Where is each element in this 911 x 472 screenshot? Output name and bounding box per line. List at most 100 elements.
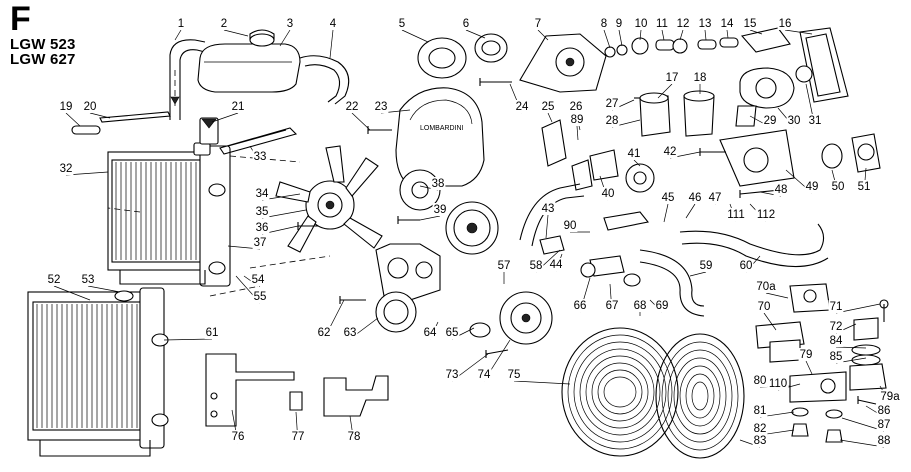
fan-guard bbox=[561, 327, 745, 459]
callout-62: 62 bbox=[318, 327, 331, 339]
callout-bg-110 bbox=[767, 377, 789, 390]
callout-12: 12 bbox=[677, 18, 690, 30]
brackets bbox=[205, 353, 389, 427]
callout-leader-46 bbox=[685, 203, 696, 219]
callout-111: 111 bbox=[727, 209, 744, 221]
callout-61: 61 bbox=[206, 327, 219, 339]
callout-47: 47 bbox=[709, 192, 722, 204]
callout-83: 83 bbox=[754, 435, 767, 447]
callout-65: 65 bbox=[446, 327, 459, 339]
callout-bg-51 bbox=[856, 180, 872, 193]
callout-bg-28 bbox=[604, 114, 620, 127]
callout-66: 66 bbox=[574, 300, 587, 312]
callout-leader-53 bbox=[87, 285, 121, 293]
coolant-hoses bbox=[519, 183, 829, 317]
callout-leader-75 bbox=[513, 380, 571, 385]
callout-bg-81 bbox=[752, 404, 768, 417]
callout-78: 78 bbox=[348, 431, 361, 443]
callout-19: 19 bbox=[60, 101, 73, 113]
callout-79: 79 bbox=[800, 349, 813, 361]
callout-bg-6 bbox=[461, 17, 471, 30]
callout-leader-22 bbox=[351, 112, 371, 131]
callout-60: 60 bbox=[740, 260, 753, 272]
callout-leader-14 bbox=[726, 29, 729, 39]
callout-31: 31 bbox=[809, 115, 822, 127]
callout-leader-45 bbox=[663, 203, 669, 223]
callout-75: 75 bbox=[508, 369, 521, 381]
callout-bg-86 bbox=[876, 404, 892, 417]
callout-89: 89 bbox=[571, 114, 584, 126]
callout-bg-7 bbox=[533, 17, 543, 30]
callout-82: 82 bbox=[754, 423, 767, 435]
callout-leader-70a bbox=[765, 292, 789, 299]
callout-bg-27 bbox=[604, 97, 620, 110]
callout-bg-30 bbox=[786, 114, 802, 127]
callout-bg-111 bbox=[725, 208, 747, 221]
callout-bg-5 bbox=[397, 17, 407, 30]
callout-bg-70 bbox=[756, 300, 772, 313]
callout-86: 86 bbox=[878, 405, 891, 417]
callout-bg-57 bbox=[496, 259, 512, 272]
callout-bg-41 bbox=[626, 147, 642, 160]
callout-bg-84 bbox=[828, 334, 844, 347]
callout-bg-8 bbox=[599, 17, 609, 30]
callout-21: 21 bbox=[232, 101, 245, 113]
callout-bg-85 bbox=[828, 350, 844, 363]
pump-housing-group bbox=[541, 119, 881, 193]
model-label-2: LGW 627 bbox=[10, 51, 76, 68]
callout-2: 2 bbox=[221, 18, 227, 30]
callout-30: 30 bbox=[788, 115, 801, 127]
bracket-and-bearings bbox=[519, 27, 849, 103]
callout-53: 53 bbox=[82, 274, 95, 286]
callout-leader-89 bbox=[576, 125, 579, 141]
callout-74: 74 bbox=[478, 369, 491, 381]
callout-39: 39 bbox=[434, 204, 447, 216]
callout-68: 68 bbox=[634, 300, 647, 312]
callout-bg-62 bbox=[316, 326, 332, 339]
callout-leader-17 bbox=[657, 83, 673, 99]
callout-80: 80 bbox=[754, 375, 767, 387]
callout-bg-71 bbox=[828, 300, 844, 313]
callout-bg-77 bbox=[290, 430, 306, 443]
callout-bg-9 bbox=[614, 17, 624, 30]
callout-leader-11 bbox=[661, 29, 665, 41]
callout-16: 16 bbox=[779, 18, 792, 30]
callout-bg-59 bbox=[698, 259, 714, 272]
callout-55: 55 bbox=[254, 291, 267, 303]
callout-32: 32 bbox=[60, 163, 73, 175]
callout-71: 71 bbox=[830, 301, 843, 313]
callout-50: 50 bbox=[832, 181, 845, 193]
callout-57: 57 bbox=[498, 260, 511, 272]
expansion-tank-assembly bbox=[169, 29, 350, 120]
callout-59: 59 bbox=[700, 260, 713, 272]
callout-leader-7 bbox=[537, 29, 549, 41]
callout-leader-59 bbox=[689, 271, 707, 277]
callout-bg-74 bbox=[476, 368, 492, 381]
callout-bg-72 bbox=[828, 320, 844, 333]
callout-45: 45 bbox=[662, 192, 675, 204]
callout-bg-89 bbox=[569, 113, 585, 126]
callout-bg-20 bbox=[82, 100, 98, 113]
radiator-lower bbox=[27, 287, 169, 457]
callout-70: 70 bbox=[758, 301, 771, 313]
callout-leader-12 bbox=[679, 29, 684, 41]
mounting-strips bbox=[71, 111, 298, 155]
callout-bg-53 bbox=[80, 273, 96, 286]
callout-51: 51 bbox=[858, 181, 871, 193]
callout-bg-48 bbox=[773, 183, 789, 196]
callout-112: 112 bbox=[757, 209, 775, 221]
callout-bg-79 bbox=[798, 348, 814, 361]
callout-leader-41 bbox=[633, 159, 641, 167]
callout-bg-12 bbox=[675, 17, 691, 30]
callout-leader-10 bbox=[639, 29, 642, 41]
callout-bg-45 bbox=[660, 191, 676, 204]
callout-leader-3 bbox=[279, 29, 291, 47]
callout-bg-34 bbox=[254, 187, 270, 200]
callout-bg-40 bbox=[600, 187, 616, 200]
callout-87: 87 bbox=[878, 419, 891, 431]
callout-40: 40 bbox=[602, 188, 615, 200]
callout-bg-90 bbox=[562, 219, 578, 232]
callout-10: 10 bbox=[635, 18, 648, 30]
callout-leader-16 bbox=[784, 29, 813, 35]
callout-20: 20 bbox=[84, 101, 97, 113]
